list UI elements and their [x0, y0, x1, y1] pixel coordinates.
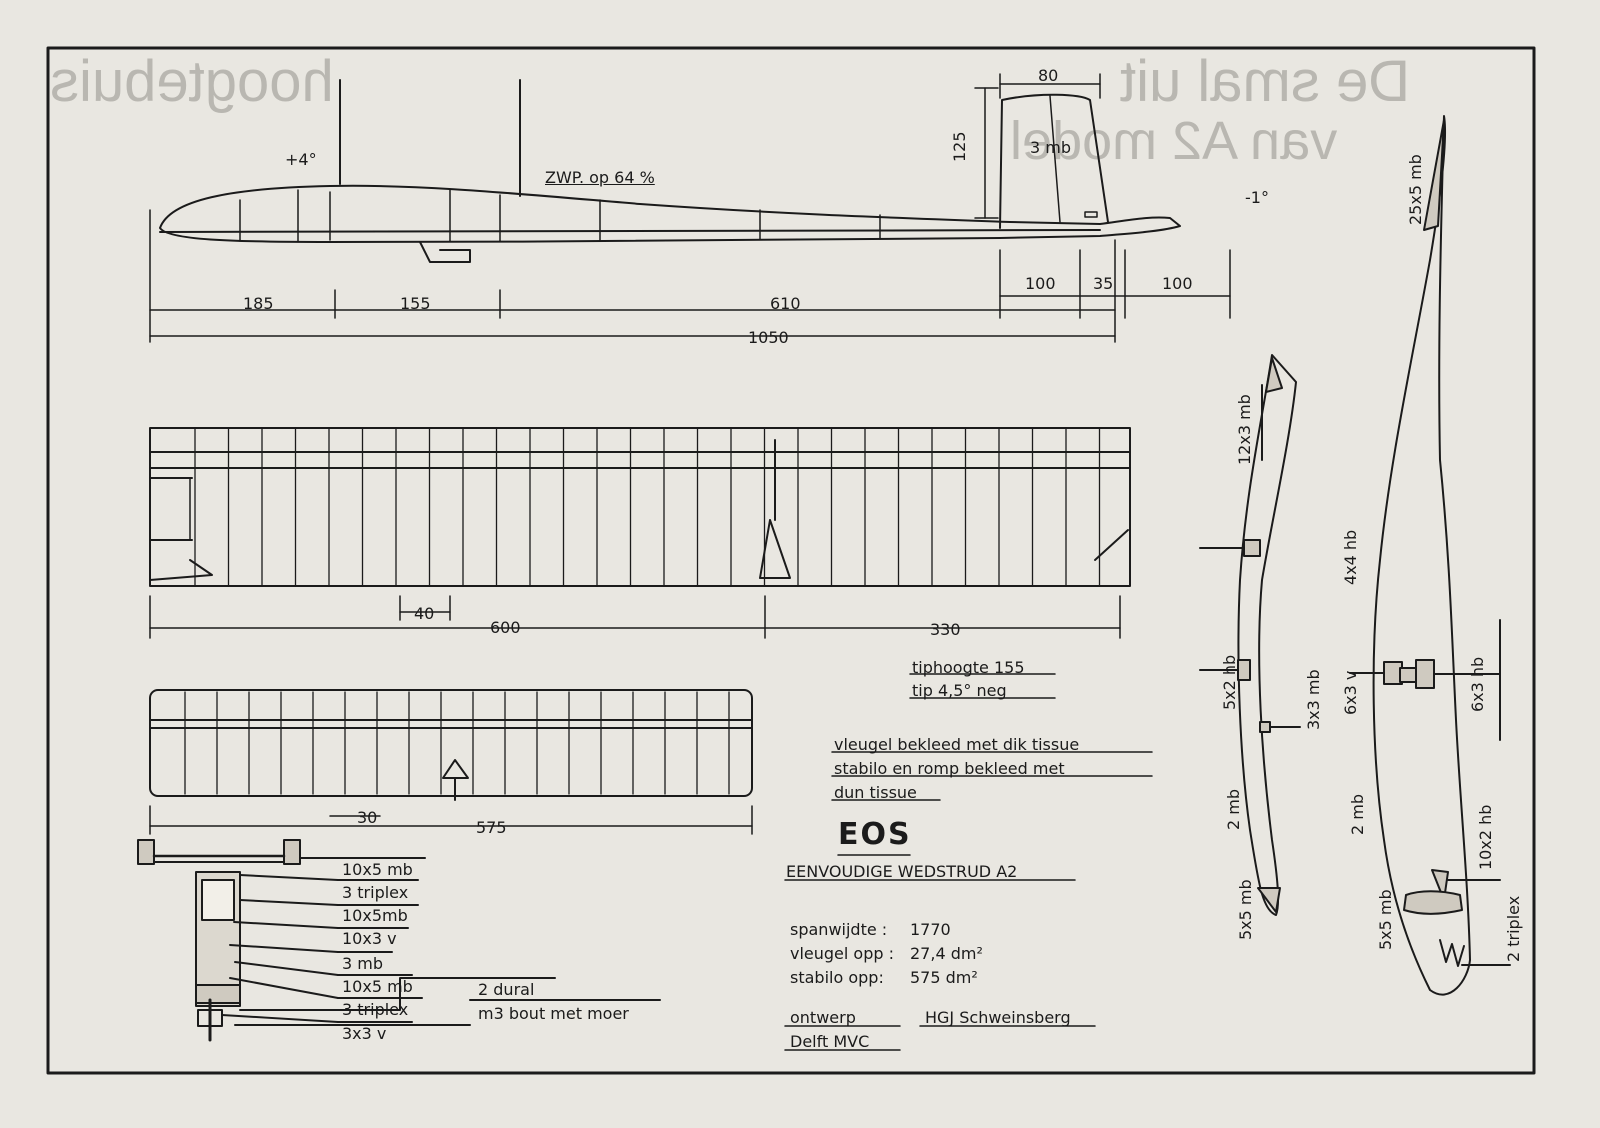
fus-dim-155: 155 — [400, 294, 431, 313]
spec-stab-area-value: 575 dm² — [910, 968, 978, 987]
wing-plan-view — [149, 427, 1131, 587]
fus-dim-100a: 100 — [1025, 274, 1056, 293]
wing-dim-600: 600 — [490, 618, 521, 637]
stab-dim-30: 30 — [357, 808, 378, 827]
sec-left-3x3mb: 3x3 mb — [1304, 669, 1323, 730]
fus-dim-1050: 1050 — [748, 328, 789, 347]
note-underlines — [784, 673, 1153, 1051]
spec-wing-area-label: vleugel opp : — [790, 944, 895, 963]
sec-right-2triplex: 2 triplex — [1504, 895, 1523, 962]
wing-dim-40: 40 — [414, 604, 435, 623]
joiner-layer-2: 3 triplex — [342, 883, 409, 902]
sec-right-6x3hb: 6x3 hb — [1468, 656, 1487, 712]
stab-incidence-label: -1° — [1245, 188, 1269, 207]
joiner-dural: 2 dural — [478, 980, 535, 999]
joiner-layer-3: 10x5mb — [342, 906, 408, 925]
joiner-layer-4: 10x3 v — [342, 929, 397, 948]
joiner-layer-7: 3 triplex — [342, 1000, 409, 1019]
stabilo-plan-view — [149, 689, 753, 801]
sec-right-10x2hb: 10x2 hb — [1476, 804, 1495, 870]
fus-dim-35: 35 — [1093, 274, 1114, 293]
stab-dim-575: 575 — [476, 818, 507, 837]
fin-height-label: 125 — [950, 131, 969, 162]
design-label: ontwerp — [790, 1008, 856, 1027]
joiner-layer-5: 3 mb — [342, 954, 384, 973]
fin — [999, 93, 1109, 229]
wing-ribs — [194, 427, 1101, 587]
fin-width-label: 80 — [1038, 66, 1059, 85]
joiner-layer-1: 10x5 mb — [342, 860, 413, 879]
cg-label: ZWP. op 64 % — [545, 168, 655, 187]
fus-dim-185: 185 — [243, 294, 274, 313]
covering-note-2: stabilo en romp bekleed met — [834, 759, 1065, 778]
spec-span-label: spanwijdte : — [790, 920, 888, 939]
covering-note-1: vleugel bekleed met dik tissue — [834, 735, 1080, 754]
sec-left-5x5mb: 5x5 mb — [1236, 879, 1255, 940]
fuselage-section-left — [1199, 354, 1301, 916]
fuselage-side-view — [159, 79, 1181, 263]
joiner-layer-8: 3x3 v — [342, 1024, 387, 1043]
fus-dim-610: 610 — [770, 294, 801, 313]
fuselage-dimensions — [149, 73, 1231, 343]
design-club: Delft MVC — [790, 1032, 870, 1051]
fin-material-label: 3 mb — [1030, 138, 1072, 157]
stabilo-ribs — [184, 691, 730, 795]
drawing-title: EOS — [838, 817, 912, 852]
wing-dimensions — [149, 595, 1121, 639]
sec-left-5x2hb: 5x2 hb — [1220, 654, 1239, 710]
sec-left-12x3mb: 12x3 mb — [1235, 394, 1254, 465]
drawing-subtitle: EENVOUDIGE WEDSTRUD A2 — [786, 862, 1018, 881]
joiner-section — [137, 839, 661, 1042]
sec-right-25x5mb: 25x5 mb — [1406, 154, 1425, 225]
drawing-frame — [46, 46, 1536, 1075]
design-value: HGJ Schweinsberg — [925, 1008, 1071, 1027]
wing-incidence-label: +4° — [285, 150, 317, 169]
joiner-bolt: m3 bout met moer — [478, 1004, 629, 1023]
sec-left-4x4hb: 4x4 hb — [1341, 529, 1360, 585]
covering-note-3: dun tissue — [834, 783, 917, 802]
stabilo-dimensions — [149, 805, 753, 835]
joiner-layer-6: 10x5 mb — [342, 977, 413, 996]
fus-dim-100b: 100 — [1162, 274, 1193, 293]
sec-right-5x5mb: 5x5 mb — [1376, 889, 1395, 950]
sec-right-6x3v: 6x3 v — [1341, 670, 1360, 715]
tip-angle-note: tip 4,5° neg — [912, 681, 1007, 700]
wing-dim-330: 330 — [930, 620, 961, 639]
sec-right-2mb: 2 mb — [1348, 793, 1367, 835]
fuselage-section-right — [1349, 115, 1511, 996]
sec-left-2mb: 2 mb — [1224, 788, 1243, 830]
spec-stab-area-label: stabilo opp: — [790, 968, 884, 987]
spec-wing-area-value: 27,4 dm² — [910, 944, 983, 963]
tip-height-note: tiphoogte 155 — [912, 658, 1025, 677]
spec-span-value: 1770 — [910, 920, 951, 939]
